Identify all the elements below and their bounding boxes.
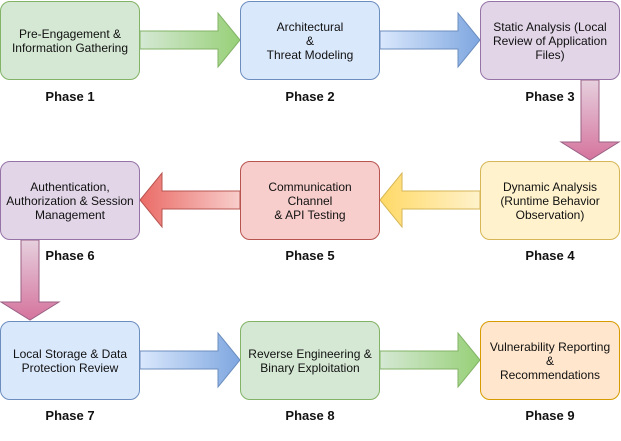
phase3-label: Phase 3: [525, 89, 575, 104]
phase6-label: Phase 6: [45, 248, 95, 263]
arrow-phase3-to-phase4: [559, 79, 621, 161]
phase8-box: Reverse Engineering & Binary Exploitatio…: [240, 321, 380, 400]
arrow-phase4-to-phase5: [379, 171, 481, 229]
arrow-phase6-to-phase7: [0, 239, 61, 321]
phase1-box: Pre-Engagement & Information Gathering: [0, 1, 140, 80]
phase9-box: Vulnerability Reporting & Recommendation…: [480, 321, 620, 400]
phase5-label: Phase 5: [285, 248, 335, 263]
phase5-box: Communication Channel & API Testing: [240, 161, 380, 240]
phase9-label: Phase 9: [525, 408, 575, 423]
phase4-box: Dynamic Analysis (Runtime Behavior Obser…: [480, 161, 620, 240]
phase8-label: Phase 8: [285, 408, 335, 423]
arrow-phase8-to-phase9: [379, 331, 481, 389]
arrow-phase2-to-phase3: [379, 11, 481, 69]
phase7-label: Phase 7: [45, 408, 95, 423]
arrow-phase7-to-phase8: [139, 331, 241, 389]
arrow-phase1-to-phase2: [139, 11, 241, 69]
phase6-box: Authentication, Authorization & Session …: [0, 161, 140, 240]
phase7-box: Local Storage & Data Protection Review: [0, 321, 140, 400]
phase2-label: Phase 2: [285, 89, 335, 104]
phase3-box: Static Analysis (Local Review of Applica…: [480, 1, 620, 80]
phase1-label: Phase 1: [45, 89, 95, 104]
arrow-phase5-to-phase6: [139, 171, 241, 229]
phase2-box: Architectural & Threat Modeling: [240, 1, 380, 80]
phase4-label: Phase 4: [525, 248, 575, 263]
